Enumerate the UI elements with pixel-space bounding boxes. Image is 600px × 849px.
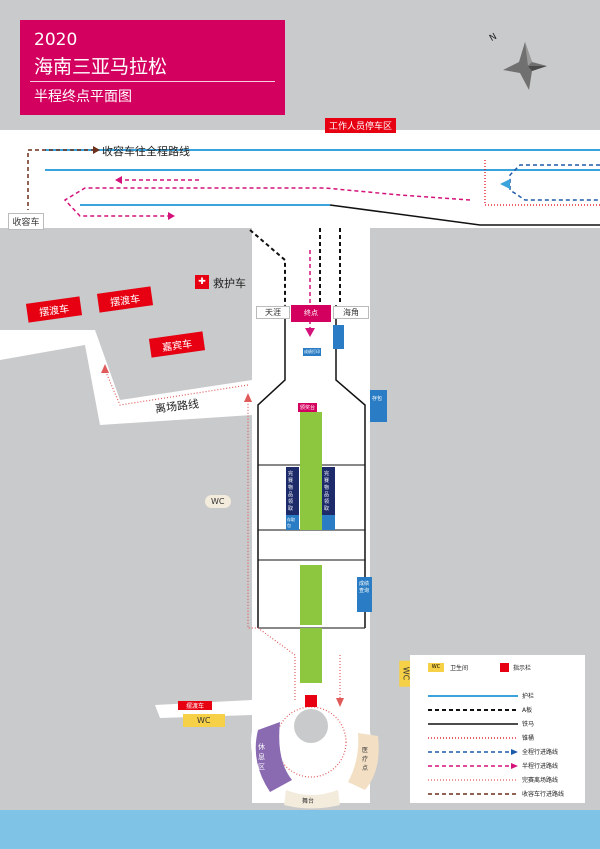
supply-block (300, 565, 322, 625)
half-route-arrow (115, 176, 122, 184)
supply-block (300, 412, 322, 467)
title-year: 2020 (34, 30, 78, 50)
legend-sign-text: 指示栏 (513, 665, 532, 672)
legend-barrier: 铁马 (410, 719, 585, 730)
compass-icon (503, 42, 547, 90)
bag-block-left (286, 515, 299, 530)
results-box (357, 577, 372, 612)
barrier-swatch-icon (428, 723, 518, 725)
half-route-swatch-icon (428, 763, 518, 769)
gate-box (370, 390, 387, 422)
rest-area (255, 722, 292, 792)
supply-table-right (322, 467, 335, 515)
legend-wc-text: 卫生间 (450, 665, 469, 672)
medical-label: 医疗点 (362, 747, 369, 772)
results-label: 成绩查询 (359, 581, 370, 594)
supply-table-left (286, 467, 299, 515)
medal-label: 颁奖台 (298, 403, 318, 412)
legend-aboard-text: A板 (522, 707, 533, 714)
title-subtitle: 半程终点平面图 (34, 89, 132, 105)
legend-full-text: 全程行进路线 (522, 749, 559, 756)
legend: WC 卫生间 指示栏 护栏 A板 铁马 锥桶 全程行进路线 半程行进路线 完赛离… (410, 655, 585, 803)
supply-right-label: 完赛物品领取 (324, 471, 330, 512)
stage (284, 790, 340, 809)
tianya-label: 天涯 (256, 306, 290, 319)
supply-left-label: 完赛物品领取 (288, 471, 294, 512)
legend-pickup-text: 收容车行进路线 (522, 791, 565, 798)
timing-label: 成绩打印 (303, 348, 321, 356)
supply-block (300, 628, 322, 683)
exit-route (104, 369, 249, 406)
legend-exit: 完赛离场路线 (410, 775, 585, 786)
barrier-line (257, 305, 286, 628)
wc-label-2: WC (183, 714, 225, 727)
full-route-swatch-icon (428, 749, 518, 755)
wc-label-1: WC (205, 495, 231, 508)
ambulance-label: 救护车 (213, 277, 246, 290)
exit-road (0, 330, 252, 425)
pickup-route (27, 149, 95, 210)
legend-half-text: 半程行进路线 (522, 763, 559, 770)
legend-exit-text: 完赛离场路线 (522, 777, 559, 784)
aboard-swatch-icon (428, 709, 518, 711)
legend-full: 全程行进路线 (410, 747, 585, 758)
half-route-arrow (168, 212, 175, 220)
left-road (0, 130, 45, 228)
legend-half: 半程行进路线 (410, 761, 585, 772)
legend-guardrail: 护栏 (410, 691, 585, 702)
half-route-arrow (305, 328, 315, 337)
info-box (333, 325, 344, 349)
sign-icon (500, 663, 509, 672)
legend-aboard: A板 (410, 705, 585, 716)
gate-label: 存包 (372, 396, 383, 402)
pickup-route-label: 收容车往全程路线 (102, 145, 190, 158)
legend-cone-text: 锥桶 (522, 735, 535, 742)
title-rule (30, 81, 275, 82)
legend-guardrail-text: 护栏 (522, 693, 535, 700)
title-event: 海南三亚马拉松 (34, 56, 168, 78)
pickup-route-arrow (93, 146, 100, 154)
sign-marker (305, 695, 317, 707)
title-box: 2020 海南三亚马拉松 半程终点平面图 (20, 20, 285, 115)
exit-route-arrow (101, 364, 109, 373)
cone-swatch-icon (428, 737, 518, 739)
full-route-arrow (500, 179, 510, 189)
sea (0, 810, 600, 849)
exit-route-swatch-icon (428, 779, 518, 781)
top-road (45, 130, 600, 228)
finish-label: 终点 (291, 305, 331, 322)
half-route (63, 187, 471, 217)
supply-block (300, 467, 322, 530)
barrier-line (329, 204, 600, 226)
exit-route-arrow (244, 393, 252, 402)
wc-bus-label: 摆渡车 (178, 701, 213, 710)
bag-block-right (322, 515, 335, 530)
exit-route (484, 160, 600, 206)
staff-parking-label: 工作人员停车区 (325, 118, 397, 133)
fountain-circle (294, 709, 328, 743)
aboard-line (249, 229, 286, 305)
guardrail-swatch-icon (428, 695, 518, 697)
ambulance-icon: ✚ (195, 275, 209, 289)
legend-wc: WC 卫生间 指示栏 (410, 663, 585, 674)
wc-chip-icon: WC (428, 663, 444, 672)
legend-pickup: 收容车行进路线 (410, 789, 585, 800)
legend-barrier-text: 铁马 (522, 721, 535, 728)
haijiao-label: 海角 (333, 306, 369, 319)
rest-label: 休息区 (258, 743, 265, 771)
medical-area (348, 733, 379, 790)
exit-route (247, 398, 296, 700)
exit-route-arrow (336, 698, 344, 707)
pickup-route-swatch-icon (428, 793, 518, 795)
stage-label: 舞台 (302, 798, 315, 805)
bag-label: 存取包 (287, 517, 295, 528)
legend-cone: 锥桶 (410, 733, 585, 744)
exit-route (275, 706, 347, 778)
pickup-vehicle-label: 收容车 (8, 213, 44, 230)
